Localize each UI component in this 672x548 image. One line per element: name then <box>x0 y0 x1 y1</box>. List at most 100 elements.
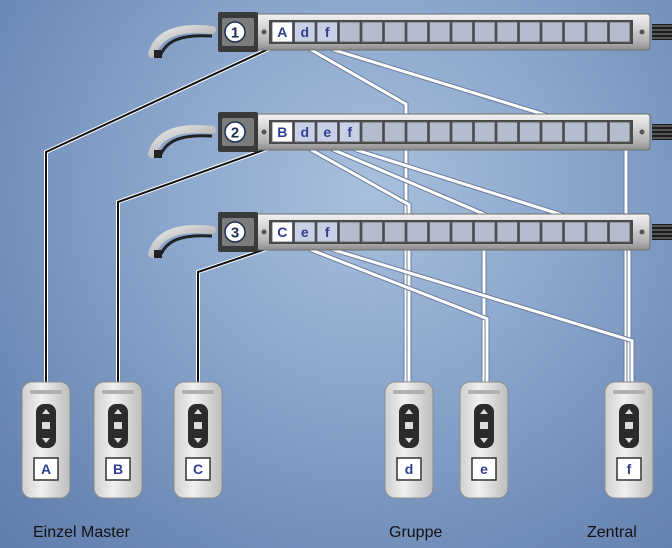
slot-d-2 <box>294 121 316 143</box>
remote-label-box-e <box>471 457 497 481</box>
slot-B-2 <box>271 121 293 143</box>
empty-slot <box>406 121 428 143</box>
empty-slot <box>519 21 541 43</box>
remote-brand-strip <box>468 390 500 394</box>
remote-label-B: B <box>113 461 123 477</box>
remote-C: C <box>173 381 223 499</box>
empty-slot <box>406 21 428 43</box>
rail-cable-3 <box>148 225 216 258</box>
label-einzel-master: Einzel Master <box>33 524 130 541</box>
up-arrow-icon <box>480 409 488 414</box>
remote-brand-strip <box>182 390 214 394</box>
remote-label-box-A <box>33 457 59 481</box>
rail-number-1: 1 <box>231 25 239 42</box>
stop-icon <box>42 422 50 429</box>
empty-slot <box>339 221 361 243</box>
up-arrow-icon <box>42 409 50 414</box>
down-arrow-icon <box>480 438 488 443</box>
rail-number-badge-1 <box>224 21 246 43</box>
empty-slot <box>541 21 563 43</box>
remote-label-box-C <box>185 457 211 481</box>
remote-label-box-f <box>616 457 642 481</box>
empty-slot <box>384 121 406 143</box>
rail-connector-2 <box>652 124 672 140</box>
rail-connector-1 <box>652 24 672 40</box>
slot-A-1 <box>271 21 293 43</box>
rail-plug-1 <box>154 50 162 58</box>
empty-slot <box>496 221 518 243</box>
slot-e-2 <box>316 121 338 143</box>
down-arrow-icon <box>114 438 122 443</box>
remote-label-f: f <box>627 461 632 477</box>
rail-screw-left-3 <box>261 229 267 235</box>
master-wire-B <box>117 145 276 386</box>
empty-slot <box>451 121 473 143</box>
slot-label-B-2: B <box>277 124 287 140</box>
empty-slot <box>361 121 383 143</box>
slot-label-f-1: f <box>325 24 330 40</box>
slot-f-2 <box>339 121 361 143</box>
rail-screw-right-2 <box>639 129 645 135</box>
remote-brand-strip <box>30 390 62 394</box>
down-arrow-icon <box>194 438 202 443</box>
remote-d: d <box>384 381 434 499</box>
slot-label-e-2: e <box>323 124 331 140</box>
down-arrow-icon <box>405 438 413 443</box>
empty-slot <box>541 221 563 243</box>
remote-brand-strip <box>393 390 425 394</box>
empty-slot <box>564 121 586 143</box>
remote-label-C: C <box>193 461 203 477</box>
empty-slot <box>361 221 383 243</box>
remote-f: f <box>604 381 654 499</box>
empty-slot <box>451 21 473 43</box>
slot-label-d-2: d <box>300 124 309 140</box>
empty-slot <box>429 21 451 43</box>
rail-screw-left-1 <box>261 29 267 35</box>
remote-A: A <box>21 381 71 499</box>
slot-C-3 <box>271 221 293 243</box>
empty-slot <box>496 21 518 43</box>
remote-label-e: e <box>480 461 488 477</box>
empty-slot <box>361 21 383 43</box>
slot-f-3 <box>316 221 338 243</box>
empty-slot <box>564 221 586 243</box>
stop-icon <box>625 422 633 429</box>
label-zentral: Zentral <box>587 524 637 541</box>
empty-slot <box>564 21 586 43</box>
slot-e-3 <box>294 221 316 243</box>
rail-connector-3 <box>652 224 672 240</box>
slot-label-d-1: d <box>300 24 309 40</box>
remote-brand-strip <box>613 390 645 394</box>
empty-slot <box>586 21 608 43</box>
remote-e: e <box>459 381 509 499</box>
empty-slot <box>609 221 631 243</box>
master-wire-A <box>45 45 276 386</box>
empty-slot <box>384 221 406 243</box>
empty-slot <box>474 21 496 43</box>
empty-slot <box>474 221 496 243</box>
down-arrow-icon <box>42 438 50 443</box>
remote-B: B <box>93 381 143 499</box>
empty-slot <box>384 21 406 43</box>
empty-slot <box>496 121 518 143</box>
slot-label-C-3: C <box>277 224 287 240</box>
rail-screw-right-1 <box>639 29 645 35</box>
slot-label-e-3: e <box>301 224 309 240</box>
rail-number-badge-2 <box>224 121 246 143</box>
remote-label-A: A <box>41 461 51 477</box>
label-gruppe: Gruppe <box>389 524 443 541</box>
empty-slot <box>519 221 541 243</box>
rail-screw-left-2 <box>261 129 267 135</box>
stop-icon <box>405 422 413 429</box>
rail-plug-2 <box>154 150 162 158</box>
rail-screw-right-3 <box>639 229 645 235</box>
slot-label-A-1: A <box>277 24 287 40</box>
empty-slot <box>339 21 361 43</box>
down-arrow-icon <box>625 438 633 443</box>
